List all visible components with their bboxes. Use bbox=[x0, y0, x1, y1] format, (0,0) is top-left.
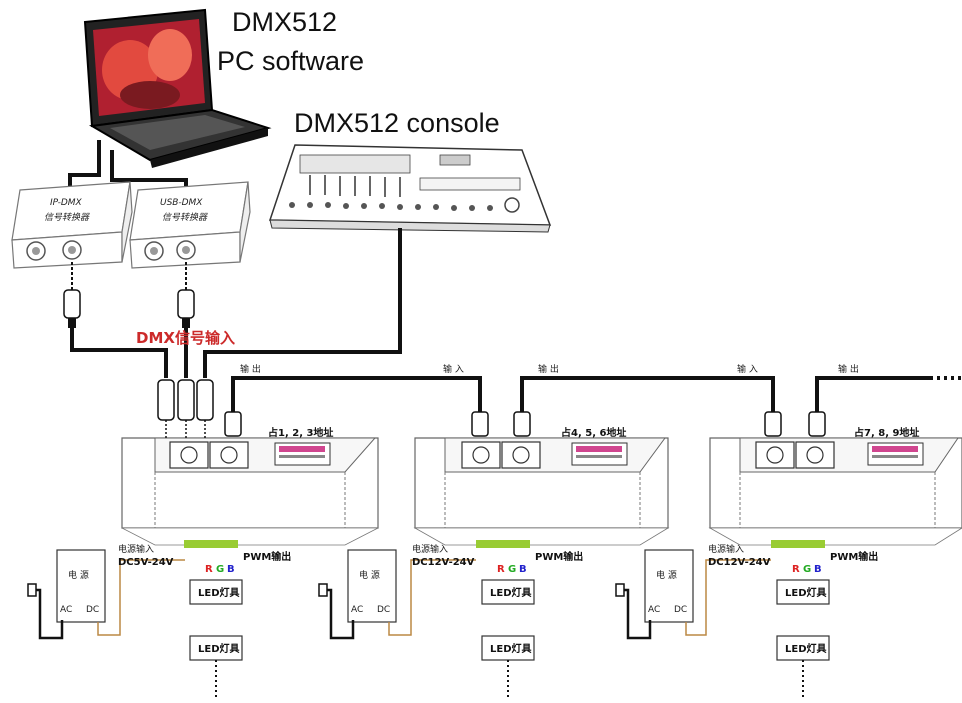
decoder-3: 占7, 8, 9地址 bbox=[708, 411, 962, 546]
led-lamp-1a: LED灯具 bbox=[198, 586, 240, 599]
dc-label-1: DC bbox=[86, 605, 99, 615]
power-input-label-1: 电源输入 bbox=[118, 543, 154, 555]
decoder-3-address: 占7, 8, 9地址 bbox=[854, 426, 919, 439]
console-title: DMX512 console bbox=[294, 107, 500, 139]
rgb-b-1: B bbox=[227, 564, 235, 575]
output-label-1: 输 出 bbox=[240, 363, 261, 375]
pc-software-title: DMX512 bbox=[232, 6, 337, 38]
rgb-g-2: G bbox=[508, 564, 516, 575]
console-cable bbox=[203, 228, 402, 378]
usb-dmx-name: USB-DMX bbox=[160, 198, 203, 208]
decoder-1-address: 占1, 2, 3地址 bbox=[268, 426, 333, 439]
rgb-g-1: G bbox=[216, 564, 224, 575]
voltage-label-2: DC12V-24V bbox=[412, 557, 475, 568]
power-supply-label-1: 电 源 bbox=[68, 569, 89, 581]
power-input-label-2: 电源输入 bbox=[412, 543, 448, 555]
dmx-input-label: DMX信号输入 bbox=[136, 329, 235, 347]
led-lamp-1b: LED灯具 bbox=[198, 642, 240, 655]
ac-label-1: AC bbox=[60, 605, 72, 615]
section-3-power: 电 源 AC DC 电源输入 DC12V-24V PWM输出 LED灯具 LED… bbox=[615, 540, 878, 700]
voltage-label-3: DC12V-24V bbox=[708, 557, 771, 568]
ip-dmx-name: IP-DMX bbox=[50, 198, 83, 208]
ip-cable bbox=[70, 328, 168, 378]
laptop-cable-ip bbox=[68, 140, 101, 193]
pwm-output-label-1: PWM输出 bbox=[243, 550, 291, 563]
section-1-power: 电 源 AC DC 电源输入 DC5V-24V PWM输出 LED灯具 LED灯… bbox=[27, 540, 291, 700]
rgb-g-3: G bbox=[803, 564, 811, 575]
pc-software-line1: DMX512 bbox=[232, 7, 338, 37]
input-label-3: 输 入 bbox=[737, 363, 758, 375]
decoder-2-address: 占4, 5, 6地址 bbox=[561, 426, 626, 439]
pwm-output-label-2: PWM输出 bbox=[535, 550, 583, 563]
power-input-label-3: 电源输入 bbox=[708, 543, 744, 555]
led-lamp-3b: LED灯具 bbox=[785, 642, 827, 655]
dc-label-2: DC bbox=[377, 605, 390, 615]
rgb-b-3: B bbox=[814, 564, 822, 575]
pc-software-subtitle: PC software bbox=[217, 45, 364, 77]
pwm-output-label-3: PWM输出 bbox=[830, 550, 878, 563]
voltage-label-1: DC5V-24V bbox=[118, 557, 174, 568]
rgb-r-2: R bbox=[497, 564, 505, 575]
decoder-1-input-plugs bbox=[157, 379, 242, 440]
pc-software-line2: PC software bbox=[217, 46, 365, 76]
usb-dmx-converter: USB-DMX 信号转换器 bbox=[129, 181, 251, 269]
led-lamp-3a: LED灯具 bbox=[785, 586, 827, 599]
decoder-2: 占4, 5, 6地址 bbox=[413, 411, 670, 546]
chain-cable-out bbox=[815, 376, 930, 412]
section-2-power: 电 源 AC DC 电源输入 DC12V-24V PWM输出 LED灯具 LED… bbox=[318, 540, 583, 700]
output-label-3: 输 出 bbox=[838, 363, 859, 375]
chain-cable-1-2 bbox=[231, 376, 482, 412]
output-label-2: 输 出 bbox=[538, 363, 559, 375]
laptop-icon bbox=[83, 8, 272, 168]
console-label: DMX512 console bbox=[294, 108, 500, 138]
chain-cable-2-3 bbox=[520, 376, 775, 412]
input-label-2: 输 入 bbox=[443, 363, 464, 375]
usb-xlr-plug bbox=[177, 289, 195, 328]
dmx-console-icon bbox=[268, 144, 552, 233]
rgb-r-1: R bbox=[205, 564, 213, 575]
decoder-1: 占1, 2, 3地址 bbox=[121, 426, 379, 546]
rgb-r-3: R bbox=[792, 564, 800, 575]
led-lamp-2a: LED灯具 bbox=[490, 586, 532, 599]
ip-dmx-converter: IP-DMX 信号转换器 bbox=[11, 181, 133, 269]
ac-label-3: AC bbox=[648, 605, 660, 615]
ac-label-2: AC bbox=[351, 605, 363, 615]
rgb-b-2: B bbox=[519, 564, 527, 575]
ip-dmx-sub: 信号转换器 bbox=[44, 212, 90, 223]
led-lamp-2b: LED灯具 bbox=[490, 642, 532, 655]
usb-dmx-sub: 信号转换器 bbox=[162, 212, 208, 223]
power-supply-label-3: 电 源 bbox=[656, 569, 677, 581]
power-supply-label-2: 电 源 bbox=[359, 569, 380, 581]
ip-xlr-plug bbox=[63, 289, 81, 328]
dc-label-3: DC bbox=[674, 605, 687, 615]
